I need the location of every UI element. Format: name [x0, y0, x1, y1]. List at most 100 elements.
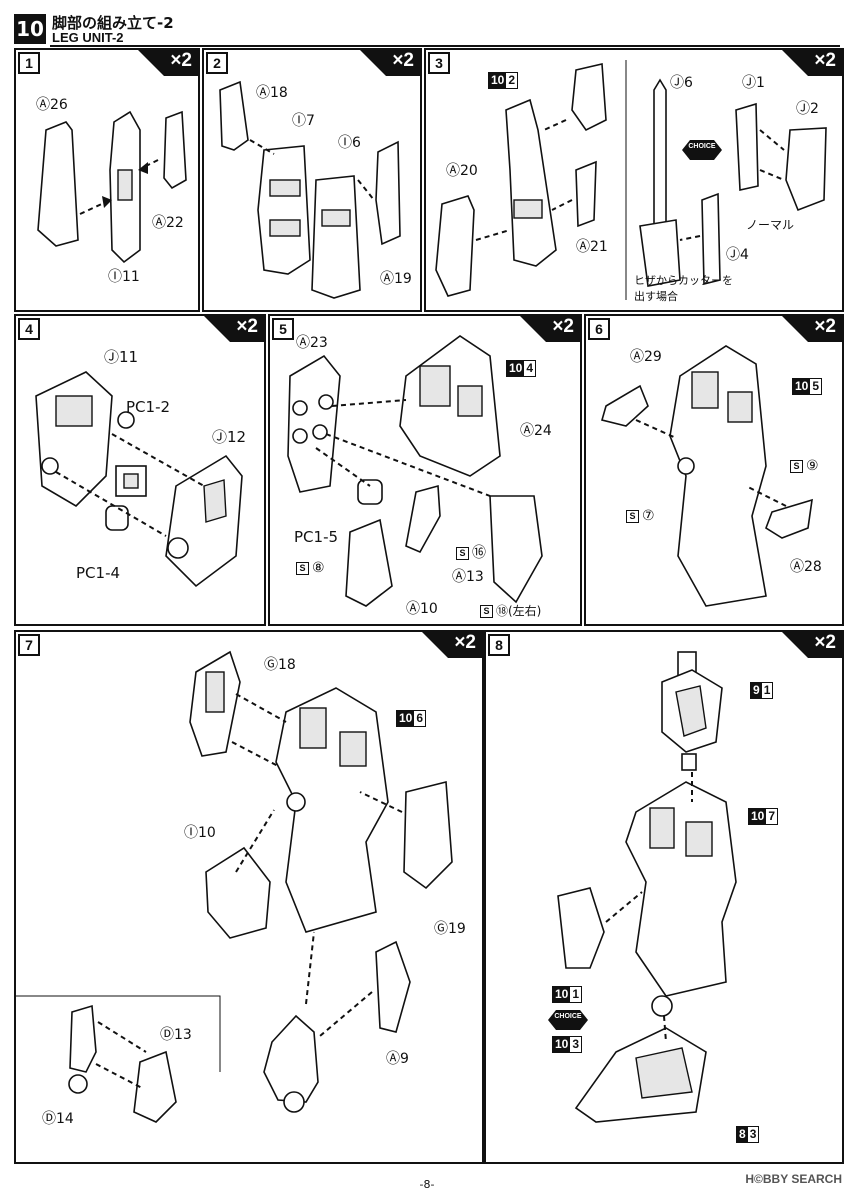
- assembly-illustration: [35, 371, 243, 588]
- step-panel-1: 1 ×2 Ⓐ26 Ⓐ22 Ⓘ11: [14, 48, 200, 312]
- badge-shape: [782, 632, 842, 658]
- step-number: 5: [272, 318, 294, 340]
- step-number: 8: [488, 634, 510, 656]
- part-label: Ⓐ23: [296, 335, 328, 351]
- part-label: Ⓙ4: [726, 247, 749, 263]
- part-label: PC1-2: [126, 398, 171, 416]
- badge-shape: [782, 50, 842, 76]
- multiplier-badge: ×2: [772, 50, 842, 76]
- badge-shape: [422, 632, 482, 658]
- part-label: Ⓘ7: [292, 113, 315, 129]
- part-label: PC1-4: [76, 564, 121, 582]
- watermark: H©BBY SEARCH: [745, 1172, 842, 1186]
- assembly-illustration: [219, 80, 401, 299]
- step-number: 4: [18, 318, 40, 340]
- assembly-illustration: [435, 60, 827, 300]
- part-label: Ⓐ9: [386, 1051, 409, 1067]
- choice-badge: CHOICE: [548, 1010, 588, 1030]
- step-panel-2: 2 ×2 Ⓐ18 Ⓘ7 Ⓘ6 Ⓐ19: [202, 48, 422, 312]
- multiplier-badge: ×2: [772, 316, 842, 342]
- part-label: Ⓐ18: [256, 85, 288, 101]
- badge-shape: [204, 316, 264, 342]
- part-label: Ⓐ19: [380, 271, 412, 287]
- multiplier-badge: ×2: [772, 632, 842, 658]
- section-header: 10 脚部の組み立て-2 LEG UNIT-2: [14, 12, 840, 48]
- section-title-jp: 脚部の組み立て-2: [52, 14, 174, 32]
- page-number: -8-: [419, 1178, 435, 1191]
- assembly-illustration: [37, 110, 187, 264]
- sticker-mark: S: [480, 605, 493, 618]
- badge-shape: [520, 316, 580, 342]
- multiplier-badge: ×2: [350, 50, 420, 76]
- part-label: Ⓐ22: [152, 215, 184, 231]
- part-label: Ⓐ10: [406, 601, 438, 617]
- part-label: Ⓐ28: [790, 559, 822, 575]
- option-note: ヒザからカッターを: [634, 274, 733, 287]
- step-panel-4: 4 ×2 Ⓙ11 Ⓙ12 PC1-2 PC1-4: [14, 314, 266, 626]
- part-label: Ⓙ1: [742, 75, 765, 91]
- multiplier-badge: ×2: [510, 316, 580, 342]
- part-label: Ⓐ24: [520, 423, 552, 439]
- sticker-mark: S: [626, 510, 639, 523]
- assembly-illustration: [601, 345, 813, 607]
- part-label: Ⓐ26: [36, 97, 68, 113]
- sticker-mark: S: [296, 562, 309, 575]
- part-label: Ⓐ29: [630, 349, 662, 365]
- step-number: 7: [18, 634, 40, 656]
- multiplier-badge: ×2: [412, 632, 482, 658]
- step-number: 3: [428, 52, 450, 74]
- part-label: Ⓘ11: [108, 269, 140, 285]
- badge-shape: [782, 316, 842, 342]
- badge-shape: [138, 50, 198, 76]
- assembly-illustration: [16, 650, 453, 1123]
- part-label: Ⓓ13: [160, 1027, 192, 1043]
- assembly-illustration: [287, 335, 543, 607]
- step-number: 1: [18, 52, 40, 74]
- sticker-mark: S: [790, 460, 803, 473]
- title-rule: [50, 45, 840, 47]
- part-label: Ⓖ18: [264, 657, 296, 673]
- step-number: 6: [588, 318, 610, 340]
- multiplier-badge: ×2: [128, 50, 198, 76]
- badge-shape: [360, 50, 420, 76]
- part-label: Ⓘ10: [184, 825, 216, 841]
- part-label: Ⓙ6: [670, 75, 693, 91]
- part-label: Ⓐ21: [576, 239, 608, 255]
- option-note: 出す場合: [634, 290, 678, 303]
- part-label: Ⓙ2: [796, 101, 819, 117]
- part-label: Ⓖ19: [434, 921, 466, 937]
- section-number: 10: [14, 14, 46, 44]
- part-label: Ⓙ11: [104, 348, 139, 366]
- option-note: ノーマル: [746, 218, 795, 232]
- section-title-en: LEG UNIT-2: [52, 30, 124, 45]
- part-label: Ⓓ14: [42, 1111, 74, 1127]
- assembly-illustration: [557, 651, 737, 1123]
- choice-badge: CHOICE: [682, 140, 722, 160]
- part-label: PC1-5: [294, 528, 339, 546]
- part-label: Ⓐ20: [446, 163, 478, 179]
- multiplier-badge: ×2: [194, 316, 264, 342]
- step-number: 2: [206, 52, 228, 74]
- sticker-mark: S: [456, 547, 469, 560]
- part-label: Ⓙ12: [212, 428, 247, 446]
- part-label: Ⓘ6: [338, 135, 361, 151]
